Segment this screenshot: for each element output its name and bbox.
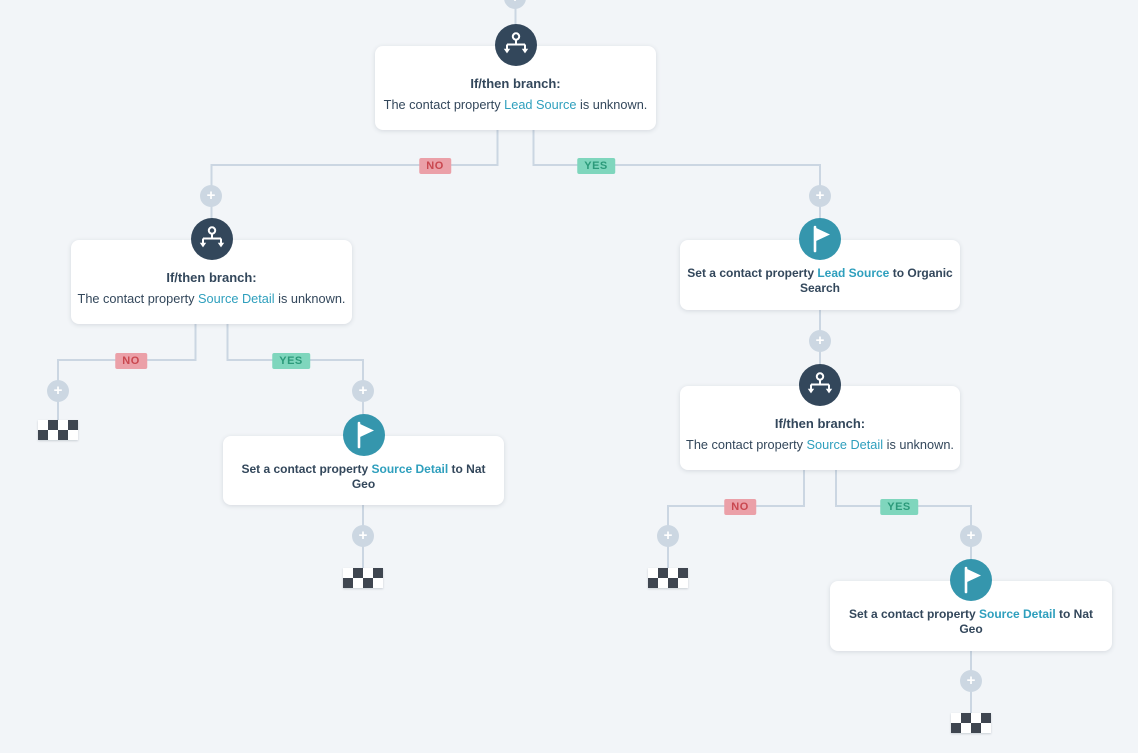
property-link[interactable]: Source Detail	[978, 607, 1056, 621]
body-text-post: is unknown.	[576, 97, 648, 112]
node-title: If/then branch:	[470, 76, 561, 91]
flag-square	[658, 568, 668, 578]
insert-action-button[interactable]: +	[809, 330, 831, 352]
flag-square	[58, 430, 68, 440]
node-description: Set a contact property Lead Source to Or…	[680, 240, 960, 296]
checkered-end-flag	[343, 568, 383, 588]
flag-icon	[950, 559, 992, 601]
insert-action-button[interactable]: +	[200, 185, 222, 207]
flag-square	[981, 713, 991, 723]
body-text-pre: Set a contact property	[241, 462, 372, 476]
checkered-end-flag	[38, 420, 78, 440]
flag-square	[971, 723, 981, 733]
flag-square	[961, 713, 971, 723]
flag-square	[353, 578, 363, 588]
body-text-pre: The contact property	[77, 291, 199, 306]
flag-square	[668, 578, 678, 588]
set-property-node-source-detail-left[interactable]: Set a contact property Source Detail to …	[223, 414, 504, 505]
flag-square	[951, 723, 961, 733]
body-text-pre: The contact property	[686, 437, 807, 452]
flag-square	[58, 420, 68, 430]
flag-square	[951, 713, 961, 723]
flag-square	[68, 430, 78, 440]
node-title: If/then branch:	[774, 416, 866, 431]
flag-square	[678, 578, 688, 588]
flag-square	[343, 568, 353, 578]
checkered-end-flag	[648, 568, 688, 588]
property-link[interactable]: Source Detail	[806, 437, 884, 452]
flag-square	[363, 568, 373, 578]
if-then-branch-node-source-detail-right[interactable]: If/then branch: The contact property Sou…	[680, 364, 960, 470]
insert-action-button[interactable]: +	[960, 525, 982, 547]
branch-label-yes: YES	[880, 499, 918, 515]
flag-square	[658, 578, 668, 588]
flag-square	[38, 430, 48, 440]
if-then-branch-node-source-detail-left[interactable]: If/then branch: The contact property Sou…	[71, 218, 352, 324]
flag-square	[353, 568, 363, 578]
body-text-post: is unknown.	[883, 437, 954, 452]
flag-square	[648, 578, 658, 588]
set-property-node-lead-source[interactable]: Set a contact property Lead Source to Or…	[680, 218, 960, 310]
insert-action-button[interactable]: +	[352, 525, 374, 547]
body-text-pre: Set a contact property	[687, 266, 818, 280]
flag-square	[961, 723, 971, 733]
flag-square	[668, 568, 678, 578]
set-property-node-source-detail-right[interactable]: Set a contact property Source Detail to …	[830, 559, 1112, 651]
insert-action-button[interactable]: +	[47, 380, 69, 402]
branch-icon	[799, 364, 841, 406]
insert-action-button[interactable]: +	[809, 185, 831, 207]
if-then-branch-node-lead-source[interactable]: If/then branch: The contact property Lea…	[375, 24, 656, 130]
branch-label-yes: YES	[577, 158, 615, 174]
insert-action-button[interactable]: +	[960, 670, 982, 692]
flag-icon	[799, 218, 841, 260]
node-description: The contact property Lead Source is unkn…	[375, 97, 656, 113]
flag-square	[678, 568, 688, 578]
flag-square	[648, 568, 658, 578]
body-text-post: to Nat Geo	[959, 607, 1094, 636]
flag-square	[363, 578, 373, 588]
body-text-post: is unknown.	[274, 291, 346, 306]
flag-square	[981, 723, 991, 733]
flag-square	[48, 420, 58, 430]
insert-action-button[interactable]: +	[504, 0, 526, 9]
flag-square	[373, 568, 383, 578]
property-link[interactable]: Source Detail	[198, 291, 275, 306]
body-text-pre: Set a contact property	[848, 607, 979, 621]
flag-square	[38, 420, 48, 430]
node-title: If/then branch:	[166, 270, 257, 285]
node-description: The contact property Source Detail is un…	[680, 437, 960, 453]
flag-icon	[342, 414, 385, 456]
branch-icon	[190, 218, 233, 260]
property-link[interactable]: Lead Source	[504, 97, 577, 112]
flag-square	[343, 578, 353, 588]
node-description: Set a contact property Source Detail to …	[223, 436, 504, 492]
flag-square	[68, 420, 78, 430]
flag-square	[373, 578, 383, 588]
insert-action-button[interactable]: +	[657, 525, 679, 547]
body-text-pre: The contact property	[383, 97, 505, 112]
body-text-post: to Organic Search	[799, 266, 953, 295]
property-link[interactable]: Source Detail	[371, 462, 449, 476]
property-link[interactable]: Lead Source	[817, 266, 890, 280]
body-text-post: to Nat Geo	[351, 462, 486, 491]
insert-action-button[interactable]: +	[352, 380, 374, 402]
flag-square	[971, 713, 981, 723]
branch-icon	[494, 24, 537, 66]
branch-label-no: NO	[419, 158, 451, 174]
node-description: The contact property Source Detail is un…	[71, 291, 352, 307]
branch-label-no: NO	[115, 353, 147, 369]
checkered-end-flag	[951, 713, 991, 733]
node-description: Set a contact property Source Detail to …	[830, 581, 1112, 637]
branch-label-yes: YES	[272, 353, 310, 369]
branch-label-no: NO	[724, 499, 756, 515]
flag-square	[48, 430, 58, 440]
